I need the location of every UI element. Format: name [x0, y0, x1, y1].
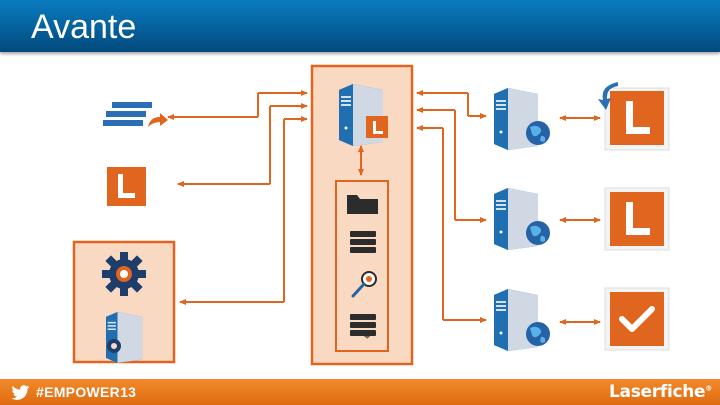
- laserfiche-mobile-icon: [604, 187, 670, 251]
- folder-icon: [347, 195, 378, 214]
- storage-icon: [350, 314, 376, 336]
- gear-icon: [102, 252, 146, 296]
- globe-2-icon: [526, 221, 550, 245]
- slide-footer: #EMPOWER13 Laserfiche®: [0, 379, 720, 405]
- twitter-bird-icon: [12, 385, 30, 400]
- approval-checkmark-icon: [604, 287, 670, 351]
- cursor-icon: ⌖: [364, 330, 370, 343]
- globe-1-icon: [526, 121, 550, 145]
- slide-title: Avante: [31, 8, 137, 46]
- central-laserfiche-logo-icon: [366, 116, 388, 138]
- admin-server-icon: [106, 312, 143, 363]
- brand-registered-mark: ®: [705, 384, 712, 393]
- brand-logo: Laserfiche®: [609, 382, 712, 402]
- small-gear-icon: [107, 339, 121, 353]
- right-connectors: [416, 90, 601, 325]
- left-connectors: [167, 90, 308, 305]
- brand-name: Laserfiche: [609, 382, 706, 402]
- event-hashtag: #EMPOWER13: [36, 384, 137, 400]
- laserfiche-client-icon: [107, 167, 146, 206]
- globe-3-icon: [526, 322, 550, 346]
- slide-header: Avante: [0, 0, 720, 52]
- import-documents-icon: [103, 102, 168, 127]
- laserfiche-web-client-icon: [598, 82, 670, 151]
- search-icon: [351, 271, 377, 298]
- database-icon: [350, 231, 376, 253]
